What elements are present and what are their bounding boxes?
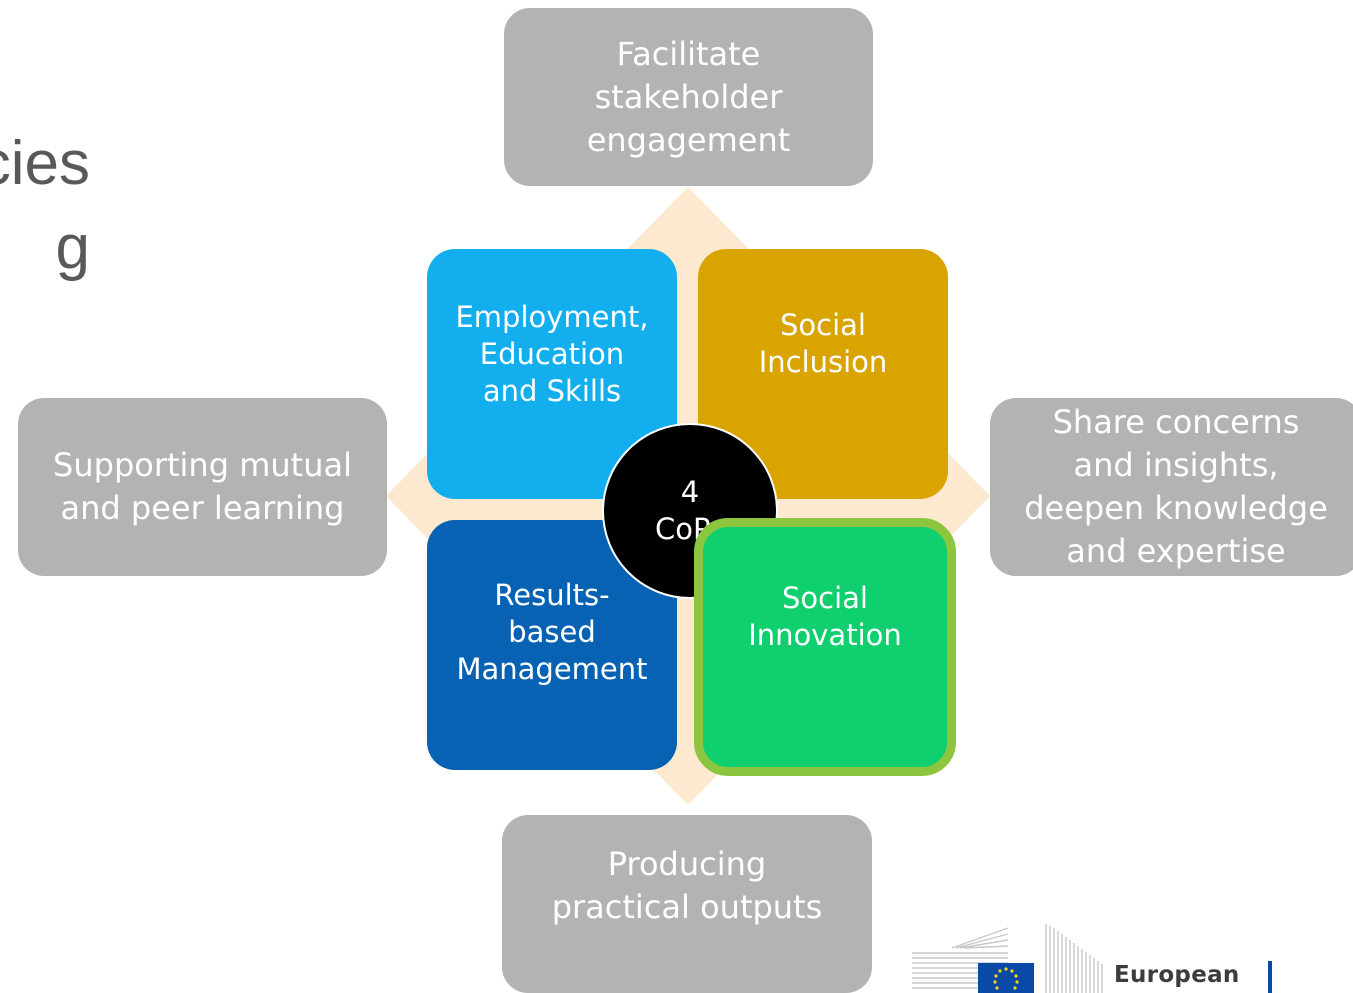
pillar-stakeholder-engagement: Facilitate stakeholder engagement [504,8,873,186]
center-4-cops: 4 CoPs [602,423,778,599]
slide-title-fragment: cies g [0,122,90,290]
pillar-practical-outputs-label: Producing practical outputs [551,845,823,926]
pillar-share-concerns: Share concerns and insights, deepen know… [990,398,1353,576]
pillar-practical-outputs: Producing practical outputs [502,815,872,993]
logo-divider [1268,961,1272,993]
pillar-mutual-learning-label: Supporting mutual and peer learning [53,446,352,527]
cop-employment-label: Employment, Education and Skills [455,299,649,408]
european-commission-logo [912,924,1272,993]
cop-results-based-management: Results- based Management [427,520,677,770]
title-line-2: g [55,213,90,282]
pillar-stakeholder-engagement-label: Facilitate stakeholder engagement [586,34,791,159]
center-count: 4 [680,475,700,509]
cop-social-innovation: Social Innovation [694,518,956,776]
logo-text: European [1114,962,1240,988]
cop-inclusion-label: Social Inclusion [758,308,888,379]
eu-stars-icon [993,967,1019,990]
pillar-mutual-learning: Supporting mutual and peer learning [18,398,387,576]
title-line-1: cies [0,129,90,198]
cop-innovation-label: Social Innovation [748,581,902,652]
cop-results-label: Results- based Management [456,578,648,686]
logo-building-right [1045,924,1103,993]
pillar-share-concerns-label: Share concerns and insights, deepen know… [1024,403,1328,570]
